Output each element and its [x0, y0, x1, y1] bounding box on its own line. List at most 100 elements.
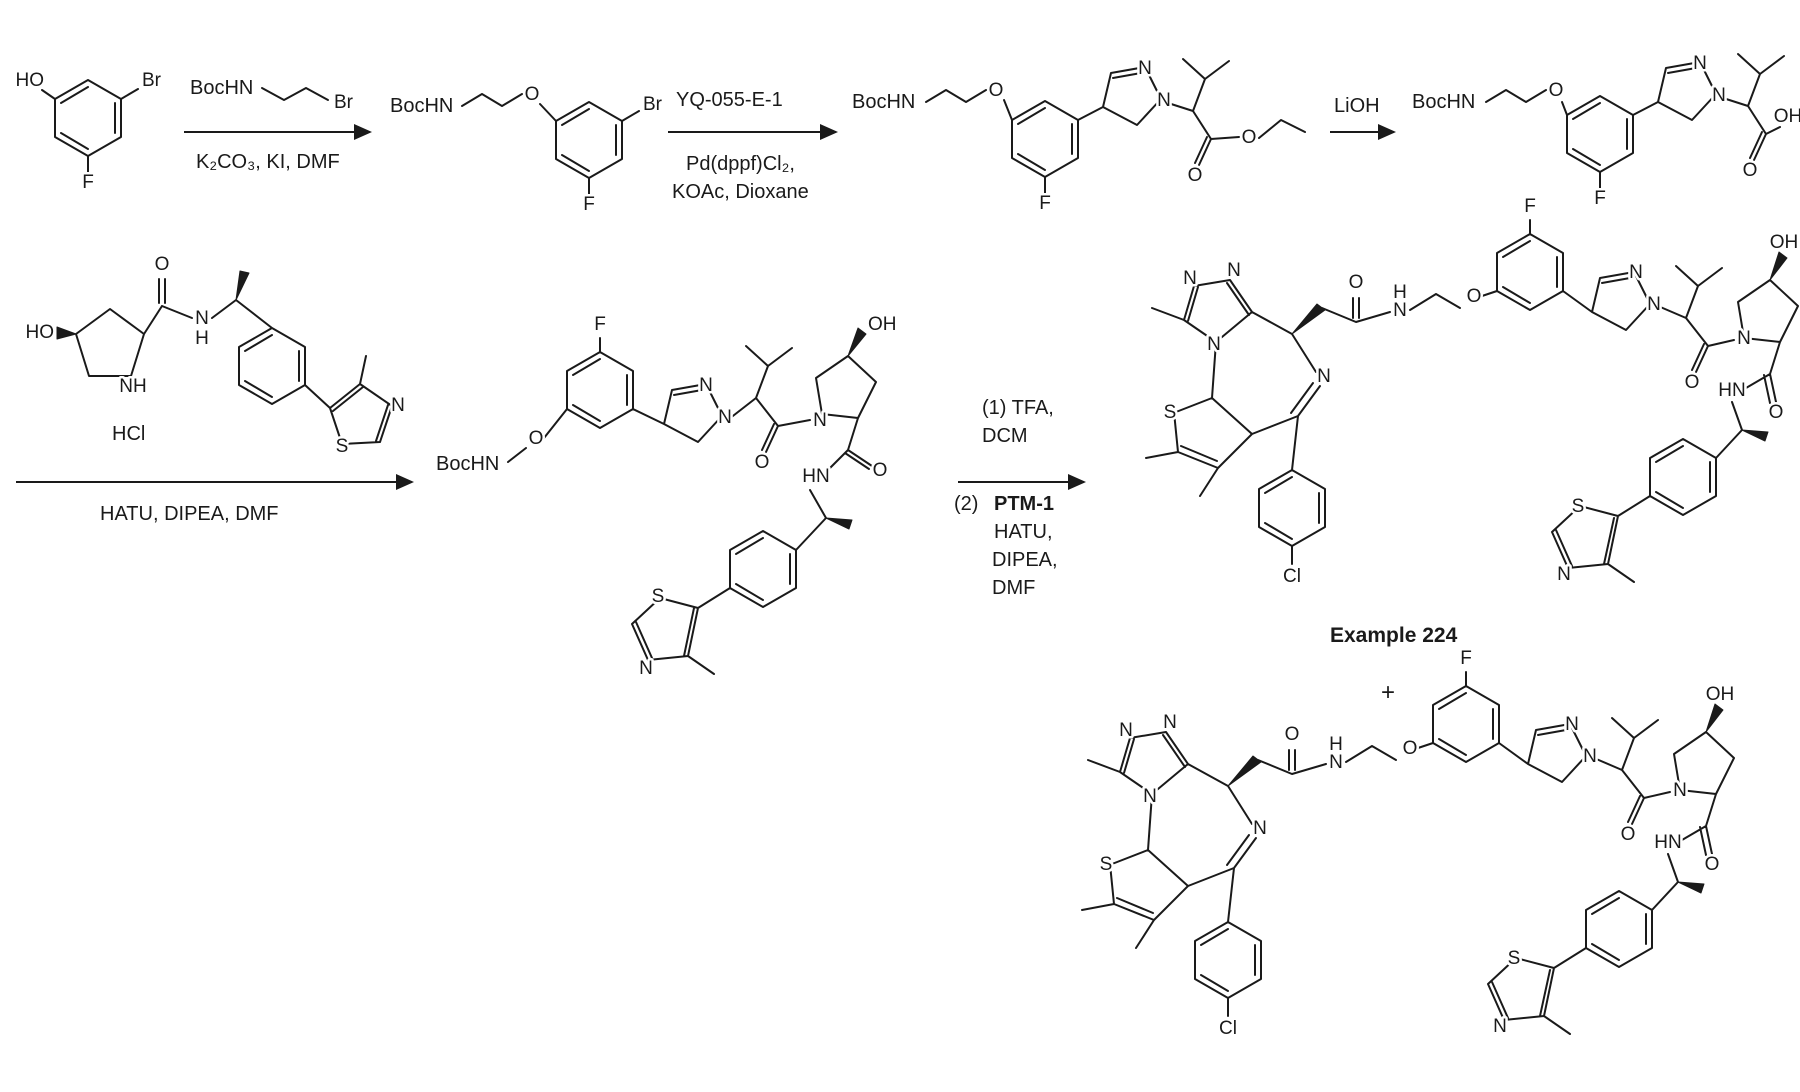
- conditions-step5-line3-number: (2): [954, 493, 978, 515]
- amide-hn-label: HN: [1718, 380, 1745, 401]
- amide-h-label: H: [195, 328, 209, 349]
- conditions-step1: K₂CO₃, KI, DMF: [196, 151, 340, 173]
- pyrrolidine-n-label: N: [813, 410, 827, 431]
- ether-o-label: O: [529, 428, 544, 449]
- acyl-o-label: O: [755, 452, 770, 473]
- stereo-wedge-oh: [1770, 252, 1787, 280]
- linker-ether-o-label: O: [1467, 286, 1482, 307]
- structure-boc-bromoethylamine: BocHN Br: [190, 77, 354, 113]
- pyrazole-n2-label: N: [1647, 294, 1661, 315]
- structure-bromofluorophenol: HO Br F: [16, 70, 162, 193]
- pyrazole-n2-label: N: [1157, 90, 1171, 111]
- arrow-step4: HATU, DIPEA, DMF: [16, 482, 412, 525]
- stereo-wedge-ho: [57, 327, 76, 339]
- bochn-label: BocHN: [436, 453, 499, 475]
- bonds: [508, 338, 876, 674]
- fluoro-label: F: [594, 314, 606, 335]
- ether-o-label: O: [525, 84, 540, 105]
- reagent-step2: YQ-055-E-1: [676, 89, 783, 111]
- hcl-salt-label: HCl: [112, 423, 145, 445]
- bochn-label: BocHN: [390, 95, 453, 117]
- structure-boc-intermediate: BocHN O F N N O N OH O HN S N: [436, 314, 897, 679]
- conditions-step5-ptm1: PTM-1: [994, 493, 1054, 515]
- bonds: [76, 279, 392, 444]
- bochn-label: BocHN: [190, 77, 253, 99]
- bonds: [462, 94, 639, 194]
- fluoro-label: F: [583, 194, 595, 215]
- hydroxyl-oh-label: OH: [1770, 232, 1799, 253]
- triazole-n1-label: N: [1183, 268, 1197, 289]
- thiazole-n-label: N: [391, 395, 405, 416]
- chloro-label: Cl: [1283, 566, 1301, 587]
- bromo-label: Br: [334, 92, 354, 113]
- product-label-example-224: Example 224: [1330, 624, 1458, 647]
- thiazole-s-label: S: [1572, 496, 1585, 517]
- structure-protac-diastereomer: [1082, 648, 1734, 1039]
- carbonyl-o-label: O: [1188, 165, 1203, 186]
- arrow-step1: K₂CO₃, KI, DMF: [184, 132, 370, 173]
- fluoro-label: F: [1594, 188, 1606, 209]
- arrow-step2: YQ-055-E-1 Pd(dppf)Cl₂, KOAc, Dioxane: [668, 89, 836, 203]
- arrow-step3: LiOH: [1330, 95, 1394, 132]
- thiazole-n-label: N: [639, 658, 653, 679]
- carbonyl-o-label: O: [155, 254, 170, 275]
- acid-oh-label: OH: [1774, 106, 1800, 127]
- pyrazole-n1-label: N: [1138, 58, 1152, 79]
- amide-hn-label: HN: [802, 466, 829, 487]
- linker-carbonyl-o-label: O: [1349, 272, 1364, 293]
- stereo-wedge-ch2: [1292, 304, 1325, 334]
- ether-o-label: O: [1549, 80, 1564, 101]
- fluoro-label: F: [1039, 193, 1051, 214]
- triazole-n3-label: N: [1207, 334, 1221, 355]
- bonds: [1486, 54, 1784, 188]
- conditions-step5-line6: DMF: [992, 577, 1035, 599]
- pyrazole-n1-label: N: [699, 375, 713, 396]
- thiazole-n-label: N: [1557, 564, 1571, 585]
- pyrrolidine-n-label: N: [1737, 328, 1751, 349]
- carbonyl-o-label: O: [1743, 160, 1758, 181]
- conditions-step5-line4: HATU,: [994, 521, 1053, 543]
- stereo-wedge-oh: [848, 328, 866, 356]
- structure-boc-ether-bromide: BocHN O Br F: [390, 84, 663, 215]
- bochn-label: BocHN: [1412, 91, 1475, 113]
- linker-amide-n-label: N: [1393, 300, 1407, 321]
- thiophene-s-label: S: [1164, 402, 1177, 423]
- reagent-step3: LiOH: [1334, 95, 1380, 117]
- conditions-step5-line5: DIPEA,: [992, 549, 1058, 571]
- amide-o-label: O: [873, 460, 888, 481]
- acyl-o-label: O: [1685, 372, 1700, 393]
- plus-sign: +: [1381, 679, 1395, 706]
- ester-o-label: O: [1242, 127, 1257, 148]
- ring-nh-label: NH: [119, 376, 146, 397]
- hydroxyl-label: HO: [26, 322, 55, 343]
- structure-pyrazole-acid: BocHN O F N N O OH: [1412, 53, 1800, 209]
- conditions-step2-line2: KOAc, Dioxane: [672, 181, 809, 203]
- stereo-wedge-methyl: [826, 518, 852, 529]
- bonds: [42, 80, 138, 172]
- fluoro-label: F: [82, 172, 94, 193]
- structure-protac-product: N N N S N Cl O H N O F N N O N OH O HN S…: [1146, 196, 1798, 587]
- bonds: [1146, 220, 1798, 582]
- pyrazole-n1-label: N: [1693, 53, 1707, 74]
- amide-n-label: N: [195, 308, 209, 329]
- structure-vhl-amine-hcl: HO NH O N H S N HCl: [26, 254, 405, 457]
- conditions-step5-line2: DCM: [982, 425, 1028, 447]
- diazepine-n-label: N: [1317, 366, 1331, 387]
- bonds: [262, 88, 328, 100]
- bromo-label: Br: [142, 70, 162, 91]
- stereo-wedge-methyl: [1742, 430, 1768, 441]
- bochn-label: BocHN: [852, 91, 915, 113]
- bonds: [926, 59, 1305, 193]
- hydroxyl-oh-label: OH: [868, 314, 897, 335]
- structure-pyrazole-ester: BocHN O F N N O O: [852, 58, 1305, 214]
- conditions-step2-line1: Pd(dppf)Cl₂,: [686, 153, 795, 175]
- hydroxyl-label: HO: [16, 70, 45, 91]
- amide-o-label: O: [1769, 402, 1784, 423]
- pyrazole-n2-label: N: [718, 407, 732, 428]
- fluoro-label: F: [1524, 196, 1536, 217]
- conditions-step5-line1: (1) TFA,: [982, 397, 1054, 419]
- bromo-label: Br: [643, 94, 663, 115]
- stereo-wedge-methyl: [236, 271, 249, 300]
